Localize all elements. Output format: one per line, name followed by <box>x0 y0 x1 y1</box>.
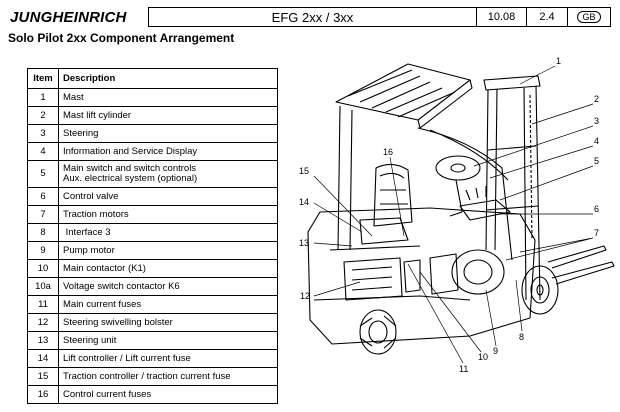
document-header: JUNGHEINRICH EFG 2xx / 3xx 10.08 2.4 GB <box>0 0 620 30</box>
front-wheel-drawing <box>521 265 559 315</box>
callout-3: 3 <box>594 116 599 126</box>
description-text: Steering <box>63 127 99 139</box>
overhead-guard-drawing <box>335 63 513 261</box>
callout-16: 16 <box>383 147 393 157</box>
truck-body-drawing <box>307 163 536 345</box>
table-header-row: Item Description <box>27 68 278 89</box>
callout-1: 1 <box>556 56 561 66</box>
callout-2: 2 <box>594 94 599 104</box>
item-description: Control current fuses <box>58 385 278 404</box>
callout-12: 12 <box>300 291 310 301</box>
description-text: Traction controller / traction current f… <box>63 370 231 382</box>
callout-6: 6 <box>594 204 599 214</box>
description-text-line2: Aux. electrical system (optional) <box>63 173 198 184</box>
callout-11: 11 <box>459 364 468 374</box>
motors-drawing <box>429 249 505 295</box>
language-cell: GB <box>567 7 611 27</box>
rear-wheel-drawing <box>359 309 397 355</box>
callout-15: 15 <box>299 166 309 176</box>
brand-logo: JUNGHEINRICH <box>10 9 127 26</box>
mast-drawing <box>483 75 541 301</box>
description-text: Lift controller / Lift current fuse <box>63 352 191 364</box>
electrics-drawing <box>343 257 421 301</box>
description-text: Steering unit <box>63 334 117 346</box>
item-description: Lift controller / Lift current fuse <box>58 349 278 368</box>
item-description: Voltage switch contactor K6 <box>58 277 278 296</box>
forks-drawing <box>547 245 615 285</box>
callout-9: 9 <box>493 346 498 356</box>
callout-10: 10 <box>478 352 488 362</box>
language-badge: GB <box>577 11 601 23</box>
leader-lines <box>313 65 594 364</box>
control-console-drawing <box>459 186 511 221</box>
description-text: Interface 3 <box>63 226 111 238</box>
callout-4: 4 <box>594 136 599 146</box>
item-number: 5 <box>27 160 59 188</box>
description-text: Traction motors <box>63 208 129 220</box>
steering-wheel-drawing <box>435 155 481 217</box>
description-text: Control current fuses <box>63 388 152 400</box>
description-text: Main current fuses <box>63 298 142 310</box>
callout-8: 8 <box>519 332 524 342</box>
description-text: Steering swivelling bolster <box>63 316 173 328</box>
description-text: Voltage switch contactor K6 <box>63 280 180 292</box>
callout-5: 5 <box>594 156 599 166</box>
description-text: Main switch and switch controls <box>63 163 197 174</box>
description-text: Pump motor <box>63 244 115 256</box>
page-subtitle: Solo Pilot 2xx Component Arrangement <box>8 31 235 45</box>
description-text: Mast lift cylinder <box>63 109 132 121</box>
callout-13: 13 <box>299 238 309 248</box>
description-text: Mast <box>63 91 84 103</box>
table-row: 8 Interface 3 <box>27 223 278 242</box>
description-text: Information and Service Display <box>63 145 198 157</box>
callout-7: 7 <box>594 228 599 238</box>
description-text: Main contactor (K1) <box>63 262 146 274</box>
description-text: Control valve <box>63 190 119 202</box>
callout-14: 14 <box>299 197 309 207</box>
